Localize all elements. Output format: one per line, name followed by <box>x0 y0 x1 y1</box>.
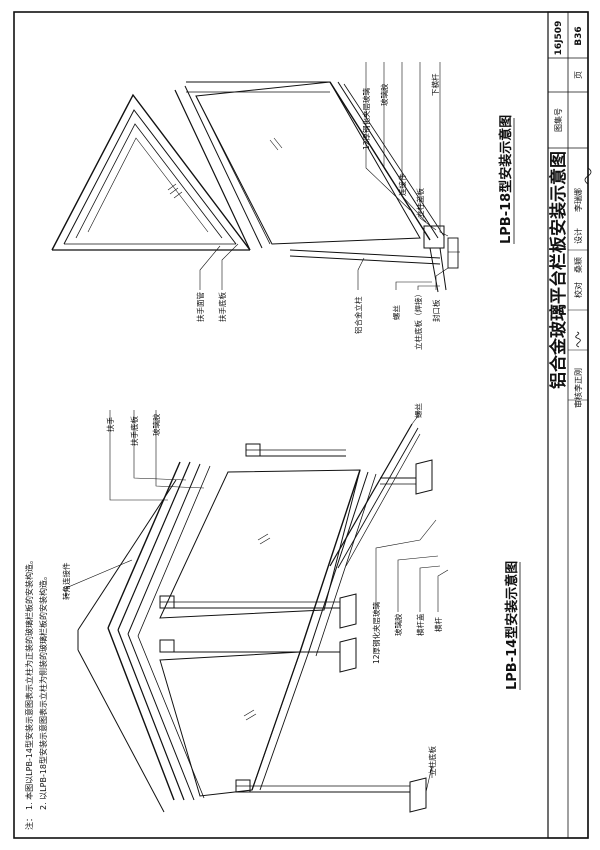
design-signature <box>584 167 592 185</box>
check-name: 桑颖 <box>573 257 583 273</box>
design-label: 设计 <box>573 228 583 244</box>
main-title: 铝合金玻璃平台栏板安装示意图 <box>548 151 569 389</box>
check-label: 校对 <box>573 282 583 298</box>
label-14-glass-top: 玻璃胶 <box>151 413 161 436</box>
label-18-handrail-face: 扶手面管 <box>195 292 205 322</box>
notes: 注： 1. 本图以LPB-14型安装示意图表示立柱为正装的玻璃栏板的安装构造。 … <box>24 556 48 830</box>
review-signature <box>575 331 581 348</box>
lpb18-leaders <box>199 62 449 290</box>
figure-lpb-14 <box>77 423 433 813</box>
label-14-screw: 螺丝 <box>413 403 423 418</box>
design-name: 李瑞娜 <box>573 188 583 212</box>
label-18-post-base: 立柱底板（焊接） <box>413 290 423 350</box>
atlas-label: 图集号 <box>553 108 563 132</box>
note-line-1: 1. 本图以LPB-14型安装示意图表示立柱为正装的玻璃栏板的安装构造。 <box>24 556 34 810</box>
label-18-handrail-base: 扶手底板 <box>217 292 227 322</box>
label-18-screw: 螺丝 <box>391 305 401 320</box>
title-block: 图集号 16J509 页 B36 铝合金玻璃平台栏板安装示意图 设计 李瑞娜 校… <box>547 11 592 839</box>
label-14-rail-cap: 横杆盖 <box>415 613 425 636</box>
label-14-post-base: 立柱底板 <box>427 746 437 776</box>
label-18-lower-rail: 下横杆 <box>430 73 440 96</box>
label-14-handrail: 扶手 <box>105 417 115 432</box>
page-label: 页 <box>574 71 583 79</box>
atlas-number: 16J509 <box>554 21 564 56</box>
caption-lpb-18: LPB-18型安装示意图 <box>498 115 514 244</box>
label-18-glass: 玻璃胶 <box>379 83 389 106</box>
notes-prefix: 注： <box>24 814 34 830</box>
label-18-seal: 封口板 <box>431 299 441 322</box>
figure-lpb-18 <box>51 81 460 293</box>
label-14-corner: 转角连接件 <box>61 562 71 600</box>
review-name: 李正刚 <box>573 368 583 392</box>
label-18-alu-post: 铝合金立柱 <box>353 296 363 334</box>
label-14-tempered: 12厚钢化夹层玻璃 <box>371 601 381 664</box>
page-number: B36 <box>574 26 584 45</box>
review-label: 审核 <box>573 392 583 408</box>
label-18-connector: 连接件 <box>397 173 407 196</box>
label-18-post-cap: 立柱盖板 <box>415 188 425 218</box>
label-18-tempered: 12厚钢化夹层玻璃 <box>361 87 371 150</box>
label-14-handrail-base: 扶手底板 <box>129 416 139 446</box>
label-14-rail: 横杆 <box>433 617 443 632</box>
label-14-glass-mid: 玻璃胶 <box>393 613 403 636</box>
note-line-2: 2. 以LPB-18型安装示意图表示立柱为侧装的玻璃栏板的安装构造。 <box>38 572 48 810</box>
lpb14-leaders <box>65 410 449 793</box>
caption-lpb-14: LPB-14型安装示意图 <box>504 561 520 690</box>
